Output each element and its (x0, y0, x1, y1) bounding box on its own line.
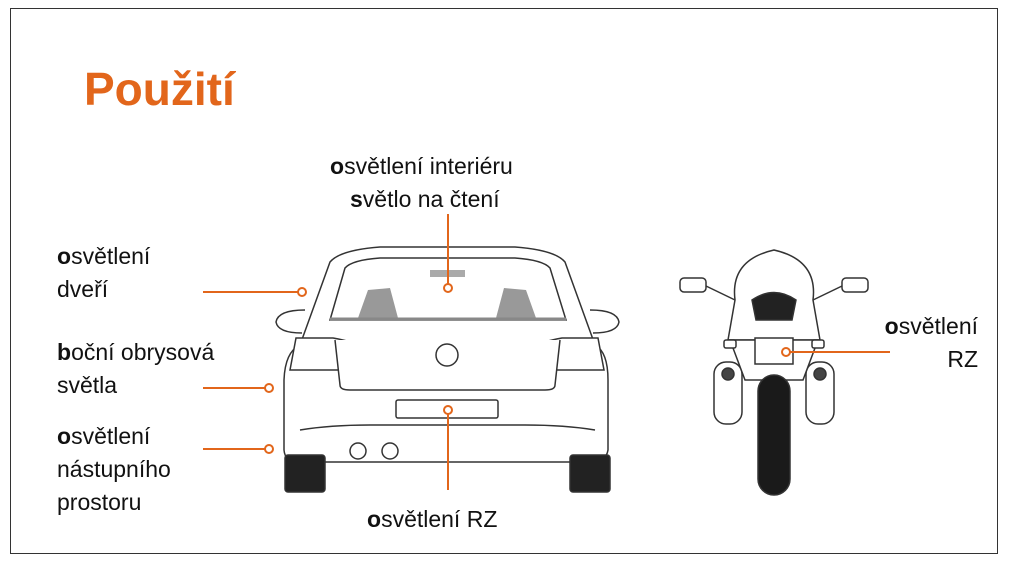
label-side-marker-lights: boční obrysová světla (57, 339, 215, 398)
label-entry-lighting: osvětlení nástupního prostoru (57, 423, 171, 515)
slide-title: Použití (84, 63, 235, 115)
callout-lines (203, 214, 890, 490)
label-door-lighting: osvětlení dveří (57, 243, 151, 302)
car-rear-illustration (275, 246, 620, 493)
callout-plate-moto-dot (781, 347, 791, 357)
callout-door-dot (297, 287, 307, 297)
callout-entry-dot (264, 444, 274, 454)
slide-frame (10, 8, 998, 554)
callout-side-dot (264, 383, 274, 393)
callout-plate-car-dot (443, 405, 453, 415)
motorcycle-rear-illustration (679, 249, 869, 496)
label-car-plate-lighting: osvětlení RZ (367, 506, 498, 532)
callout-interior-dot (443, 283, 453, 293)
label-moto-plate-lighting: osvětlení RZ (884, 313, 978, 372)
label-interior-lighting: osvětlení interiéru světlo na čtení (330, 153, 513, 212)
